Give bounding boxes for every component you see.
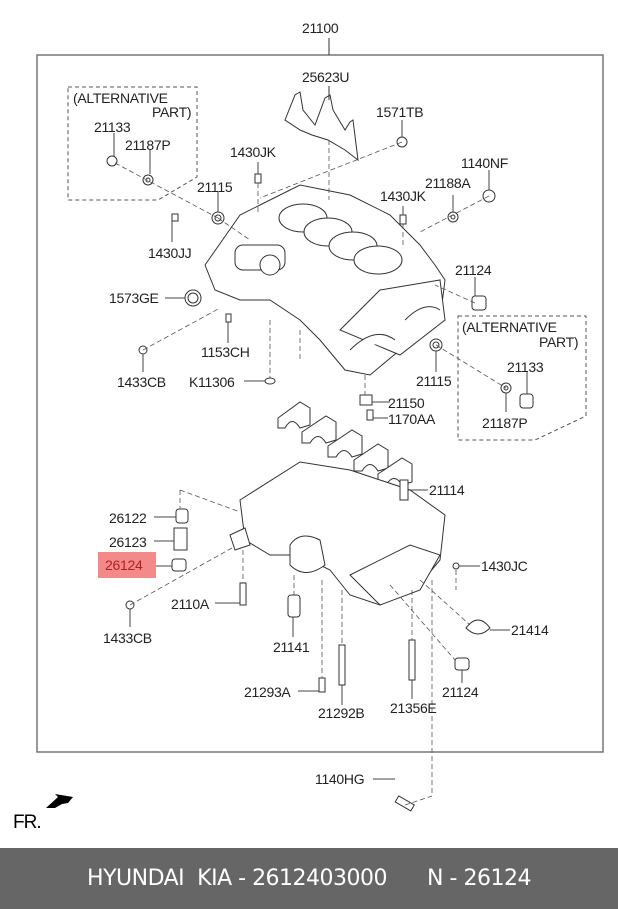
- part-info-footer: HYUNDAI KIA - 2612403000 N - 26124: [0, 848, 618, 909]
- part-label-1430jk-left[interactable]: 1430JK: [230, 144, 276, 160]
- part-label-26122[interactable]: 26122: [109, 510, 147, 526]
- part-label-21141[interactable]: 21141: [273, 639, 310, 655]
- footer-part-number: 2612403000: [252, 866, 388, 891]
- part-label-21133-left[interactable]: 21133: [94, 119, 131, 135]
- part-label-21414[interactable]: 21414: [511, 622, 549, 638]
- part-label-1430jc[interactable]: 1430JC: [481, 558, 528, 574]
- part-label-21292b[interactable]: 21292B: [318, 705, 365, 721]
- footer-ref-prefix: N: [427, 866, 444, 891]
- front-direction-arrow-icon: [46, 794, 73, 808]
- part-label-k11306[interactable]: K11306: [189, 374, 235, 390]
- part-label-21115-top[interactable]: 21115: [197, 179, 233, 195]
- part-label-21133-right[interactable]: 21133: [507, 359, 544, 375]
- part-label-1571tb[interactable]: 1571TB: [376, 104, 424, 120]
- assembly-number-label: 21100: [302, 20, 339, 36]
- part-label-21114[interactable]: 21114: [429, 482, 465, 498]
- footer-ref-number: 26124: [463, 866, 531, 891]
- dashed-assembly-lines: [114, 140, 507, 806]
- alternative-part-note-left-line2: PART): [152, 104, 192, 120]
- front-orientation-label: FR.: [13, 812, 42, 833]
- cylinder-block: [204, 184, 446, 376]
- gasket-part: [284, 91, 359, 162]
- alternative-part-box-left: [67, 86, 198, 201]
- part-label-21150[interactable]: 21150: [388, 395, 425, 411]
- highlighted-part-marker: [98, 552, 156, 578]
- bearing-caps: [277, 401, 413, 486]
- part-label-21356e[interactable]: 21356E: [390, 700, 437, 716]
- lower-crankcase: [229, 461, 446, 606]
- part-label-1170aa[interactable]: 1170AA: [388, 411, 435, 427]
- part-label-2110a[interactable]: 2110A: [171, 596, 209, 612]
- part-label-1140nf[interactable]: 1140NF: [461, 155, 508, 171]
- parts-diagram: 21100 (ALTERNATIVE PART) (ALTERNATIVE PA…: [13, 20, 604, 833]
- alternative-part-note-right-line2: PART): [539, 334, 579, 350]
- part-label-21187p-left[interactable]: 21187P: [125, 137, 171, 153]
- part-label-26124-highlighted[interactable]: 26124: [105, 557, 143, 573]
- footer-separator-1: -: [231, 866, 253, 891]
- alternative-part-note-right-line1: (ALTERNATIVE: [462, 319, 557, 335]
- part-label-1430jj[interactable]: 1430JJ: [148, 245, 192, 261]
- part-label-21187p-right[interactable]: 21187P: [482, 415, 528, 431]
- assembly-frame: [36, 54, 604, 753]
- alternative-part-note-left-line1: (ALTERNATIVE: [73, 90, 168, 106]
- part-label-1430jk-right[interactable]: 1430JK: [380, 188, 426, 204]
- part-label-1153ch[interactable]: 1153CH: [201, 344, 250, 360]
- footer-brand: HYUNDAI KIA: [87, 866, 232, 891]
- part-label-21293a[interactable]: 21293A: [244, 684, 291, 700]
- part-label-21124-bottom[interactable]: 21124: [442, 684, 479, 700]
- footer-separator-2: -: [443, 866, 464, 891]
- part-label-26123[interactable]: 26123: [109, 534, 147, 550]
- part-label-1573ge[interactable]: 1573GE: [109, 290, 159, 306]
- part-label-21124-top[interactable]: 21124: [455, 262, 492, 278]
- part-label-1140hg[interactable]: 1140HG: [315, 771, 365, 787]
- part-label-25623u[interactable]: 25623U: [302, 69, 350, 85]
- part-label-21188a[interactable]: 21188A: [425, 175, 471, 191]
- alternative-part-box-right: [457, 315, 587, 441]
- part-label-21115-right[interactable]: 21115: [416, 373, 452, 389]
- part-label-1433cb-top[interactable]: 1433CB: [117, 374, 166, 390]
- exploded-view-drawing: [36, 38, 604, 812]
- leader-lines: [113, 120, 528, 780]
- part-label-1433cb-bottom[interactable]: 1433CB: [103, 630, 152, 646]
